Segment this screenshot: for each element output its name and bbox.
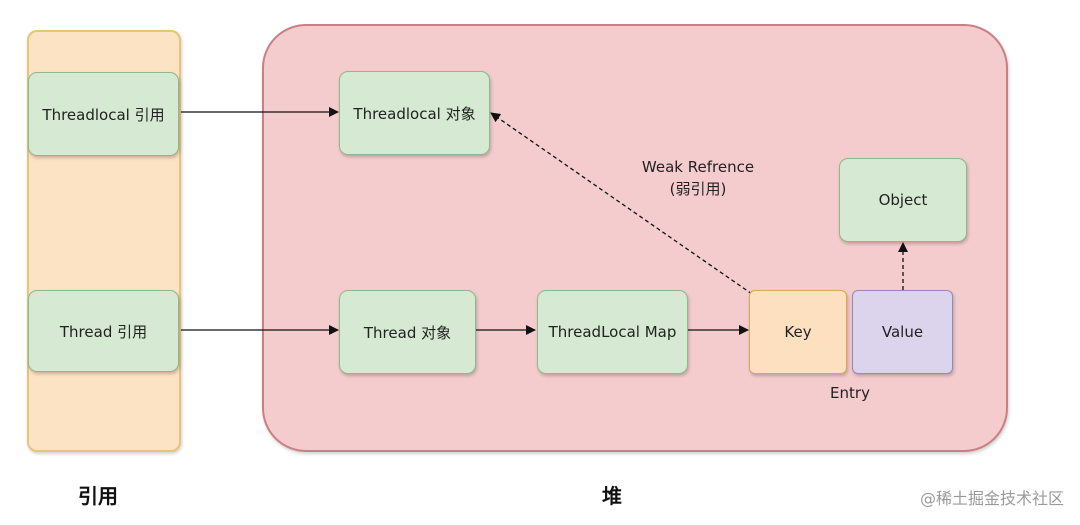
weak-reference-sublabel: (弱引用): [669, 180, 727, 198]
reference-region-title: 引用: [78, 484, 118, 508]
entry-key-node: Key: [749, 290, 847, 374]
threadlocal-reference-node: Threadlocal 引用: [28, 72, 179, 156]
entry-label: Entry: [830, 384, 870, 402]
threadlocal-map-node: ThreadLocal Map: [537, 290, 688, 374]
thread-object-node: Thread 对象: [339, 290, 476, 374]
weak-reference-arrow: [490, 112, 753, 295]
threadlocal-object-node: Threadlocal 对象: [339, 71, 490, 155]
weak-reference-label: Weak Refrence: [641, 158, 755, 176]
entry-value-node: Value: [852, 290, 953, 374]
heap-region-title: 堆: [602, 484, 622, 508]
object-node: Object: [839, 158, 967, 242]
watermark: @稀土掘金技术社区: [919, 489, 1064, 508]
thread-reference-node: Thread 引用: [28, 290, 179, 372]
